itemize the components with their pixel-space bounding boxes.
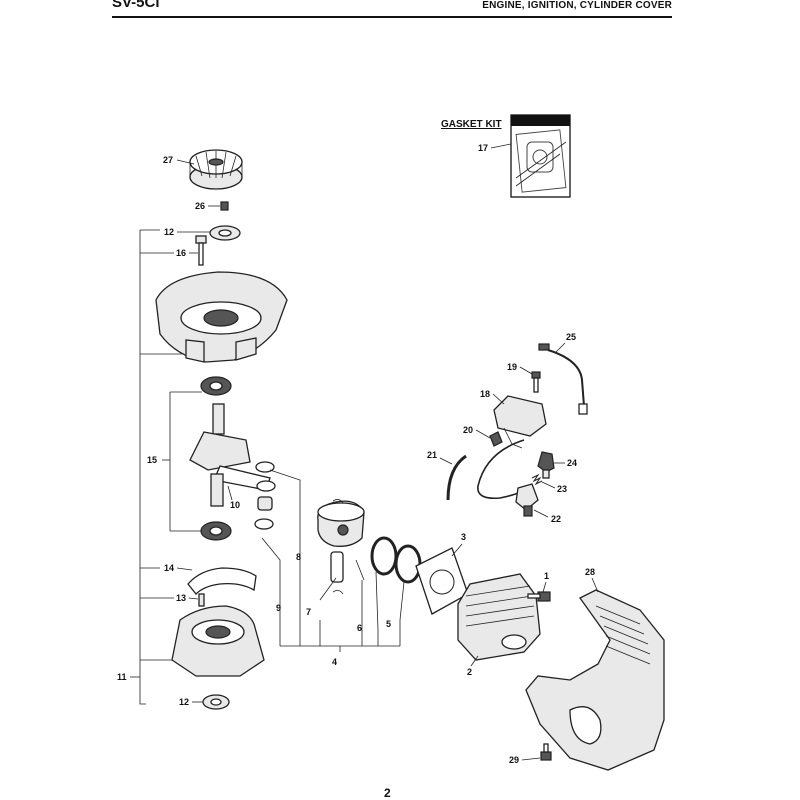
key-part xyxy=(220,201,229,211)
callout-7: 7 xyxy=(306,607,311,617)
gasket-kit-title: GASKET KIT xyxy=(441,119,502,130)
callout-12-bottom: 12 xyxy=(179,697,189,707)
piston-part xyxy=(317,500,365,547)
callout-12-top: 12 xyxy=(164,227,174,237)
callout-11: 11 xyxy=(117,672,127,682)
dowel-pin xyxy=(198,593,205,607)
callout-10: 10 xyxy=(230,500,240,510)
oil-seal-top xyxy=(209,225,241,241)
stop-switch-wire xyxy=(538,343,588,415)
bearing-top xyxy=(200,376,232,396)
lead-wire xyxy=(446,454,467,501)
model-name: SV-5Ci xyxy=(112,0,160,11)
spark-plug xyxy=(537,451,555,479)
callout-29: 29 xyxy=(509,755,519,765)
callout-21: 21 xyxy=(427,450,437,460)
callout-25: 25 xyxy=(566,332,576,342)
crankshaft-part xyxy=(189,403,271,507)
callout-22: 22 xyxy=(551,514,561,524)
callout-24: 24 xyxy=(567,458,577,468)
small-end-parts xyxy=(254,461,276,530)
page-number: 2 xyxy=(384,786,391,800)
assembly-brackets xyxy=(130,229,202,705)
crankcase-upper xyxy=(155,271,288,363)
cylinder-cover xyxy=(525,589,665,771)
section-title: ENGINE, IGNITION, CYLINDER COVER xyxy=(482,0,672,11)
callout-2: 2 xyxy=(467,667,472,677)
callout-8: 8 xyxy=(296,552,301,562)
callout-26: 26 xyxy=(195,201,205,211)
gasket-kit-box: GASKET KIT 17 xyxy=(441,114,571,198)
callout-15: 15 xyxy=(147,455,157,465)
callout-13: 13 xyxy=(176,593,186,603)
callout-17: 17 xyxy=(478,143,488,153)
callout-27: 27 xyxy=(163,155,173,165)
callout-23: 23 xyxy=(557,484,567,494)
callout-9: 9 xyxy=(276,603,281,613)
crankcase-gasket xyxy=(187,567,257,595)
coil-bolt xyxy=(531,371,541,393)
header-rule xyxy=(112,16,672,18)
piston-pin xyxy=(330,499,344,595)
spring xyxy=(531,473,543,486)
grommet xyxy=(489,431,503,447)
cover-screw xyxy=(540,743,552,761)
callout-1: 1 xyxy=(544,571,549,581)
callout-28: 28 xyxy=(585,567,595,577)
bolt-16 xyxy=(195,235,207,266)
callout-16: 16 xyxy=(176,248,186,258)
oil-seal-bottom xyxy=(202,694,230,710)
cylinder-part xyxy=(457,573,541,661)
callout-4: 4 xyxy=(332,657,337,667)
piston-rings xyxy=(370,536,422,584)
flywheel-part xyxy=(189,149,243,190)
bearing-bottom xyxy=(200,521,232,541)
callout-20: 20 xyxy=(463,425,473,435)
callout-6: 6 xyxy=(357,623,362,633)
spark-plug-cap xyxy=(515,483,539,517)
callout-5: 5 xyxy=(386,619,391,629)
callout-18: 18 xyxy=(480,389,490,399)
callout-19: 19 xyxy=(507,362,517,372)
crankcase-lower xyxy=(171,605,265,677)
callout-14: 14 xyxy=(164,563,174,573)
cylinder-bolt xyxy=(527,591,551,602)
ignition-coil xyxy=(477,395,547,500)
piston-bracket xyxy=(261,469,405,652)
callout-3: 3 xyxy=(461,532,466,542)
